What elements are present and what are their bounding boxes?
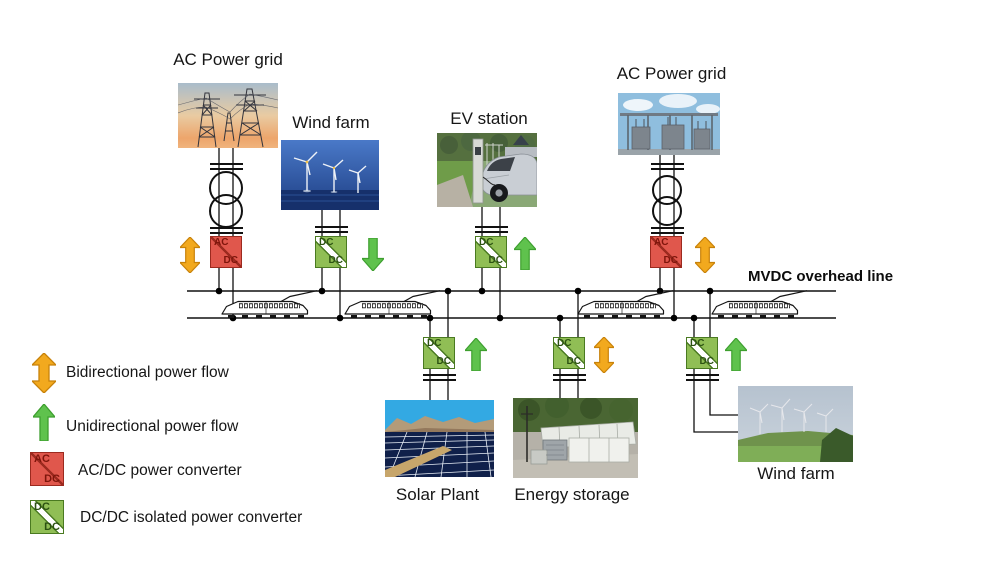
label-mvdc-overhead-line: MVDC overhead line: [748, 268, 894, 285]
dcdc-converter-wind-right: DC DC: [686, 337, 718, 369]
down-arrow-icon: [362, 238, 384, 271]
legend-label-bidirectional: Bidirectional power flow: [66, 364, 229, 381]
converter-label-ac: AC: [654, 237, 669, 248]
converter-label-dc: DC: [34, 501, 50, 513]
acdc-converter-grid-right: AC DC: [650, 236, 682, 268]
photo-ac-power-grid-left: [178, 83, 278, 148]
mvdc-conductors: [187, 290, 836, 319]
bidirectional-arrow-icon: [180, 237, 200, 273]
connection-dots: [215, 287, 714, 322]
converter-label-dc: DC: [436, 356, 451, 367]
converter-label-ac: AC: [34, 453, 50, 465]
transformer-symbol-left: [209, 171, 243, 228]
label-solar-plant: Solar Plant: [395, 485, 480, 504]
bidirectional-arrow-icon: [695, 237, 715, 273]
converter-label-dc: DC: [427, 338, 442, 349]
photo-solar-plant: [385, 400, 494, 477]
converter-label-dc: DC: [663, 255, 678, 266]
label-energy-storage: Energy storage: [514, 485, 630, 504]
dcdc-converter-storage: DC DC: [553, 337, 585, 369]
legend-label-dcdc: DC/DC isolated power converter: [80, 509, 303, 526]
legend-label-acdc: AC/DC power converter: [78, 462, 242, 479]
up-arrow-icon: [514, 237, 536, 270]
converter-label-dc: DC: [223, 255, 238, 266]
transformer-symbol-right: [652, 175, 682, 226]
train-icon: [222, 291, 317, 317]
label-ac-power-grid-right: AC Power grid: [616, 64, 727, 83]
legend-label-unidirectional: Unidirectional power flow: [66, 418, 239, 435]
label-ev-station: EV station: [450, 109, 528, 128]
up-arrow-icon: [465, 338, 487, 371]
photo-energy-storage: [513, 398, 638, 478]
converter-label-dc: DC: [566, 356, 581, 367]
dcdc-converter-ev: DC DC: [475, 236, 507, 268]
label-wind-farm-right: Wind farm: [757, 464, 835, 483]
converter-label-dc: DC: [319, 237, 334, 248]
dcdc-converter-solar: DC DC: [423, 337, 455, 369]
legend-dcdc-converter-icon: DC DC: [30, 500, 64, 534]
photo-ac-power-grid-right: [618, 93, 720, 155]
converter-label-ac: AC: [214, 237, 229, 248]
acdc-converter-grid-left: AC DC: [210, 236, 242, 268]
photo-wind-farm-right: [738, 386, 853, 462]
photo-ev-station: [437, 133, 537, 207]
train-icon: [712, 291, 807, 317]
legend-unidirectional-arrow-icon: [33, 404, 55, 441]
train-icon: [578, 291, 673, 317]
converter-label-dc: DC: [44, 521, 60, 533]
converter-label-dc: DC: [44, 473, 60, 485]
converter-label-dc: DC: [328, 255, 343, 266]
converter-label-dc: DC: [488, 255, 503, 266]
photo-wind-farm-left: [281, 140, 379, 210]
converter-label-dc: DC: [690, 338, 705, 349]
label-wind-farm-left: Wind farm: [292, 113, 370, 132]
legend-acdc-converter-icon: AC DC: [30, 452, 64, 486]
isolation-bars: [210, 163, 719, 381]
bidirectional-arrow-icon: [594, 337, 614, 373]
converter-label-dc: DC: [479, 237, 494, 248]
label-ac-power-grid-left: AC Power grid: [173, 50, 283, 69]
legend-bidirectional-arrow-icon: [32, 353, 56, 393]
up-arrow-icon: [725, 338, 747, 371]
dcdc-converter-wind-left: DC DC: [315, 236, 347, 268]
converter-label-dc: DC: [557, 338, 572, 349]
converter-label-dc: DC: [699, 356, 714, 367]
train-icon: [345, 291, 440, 317]
